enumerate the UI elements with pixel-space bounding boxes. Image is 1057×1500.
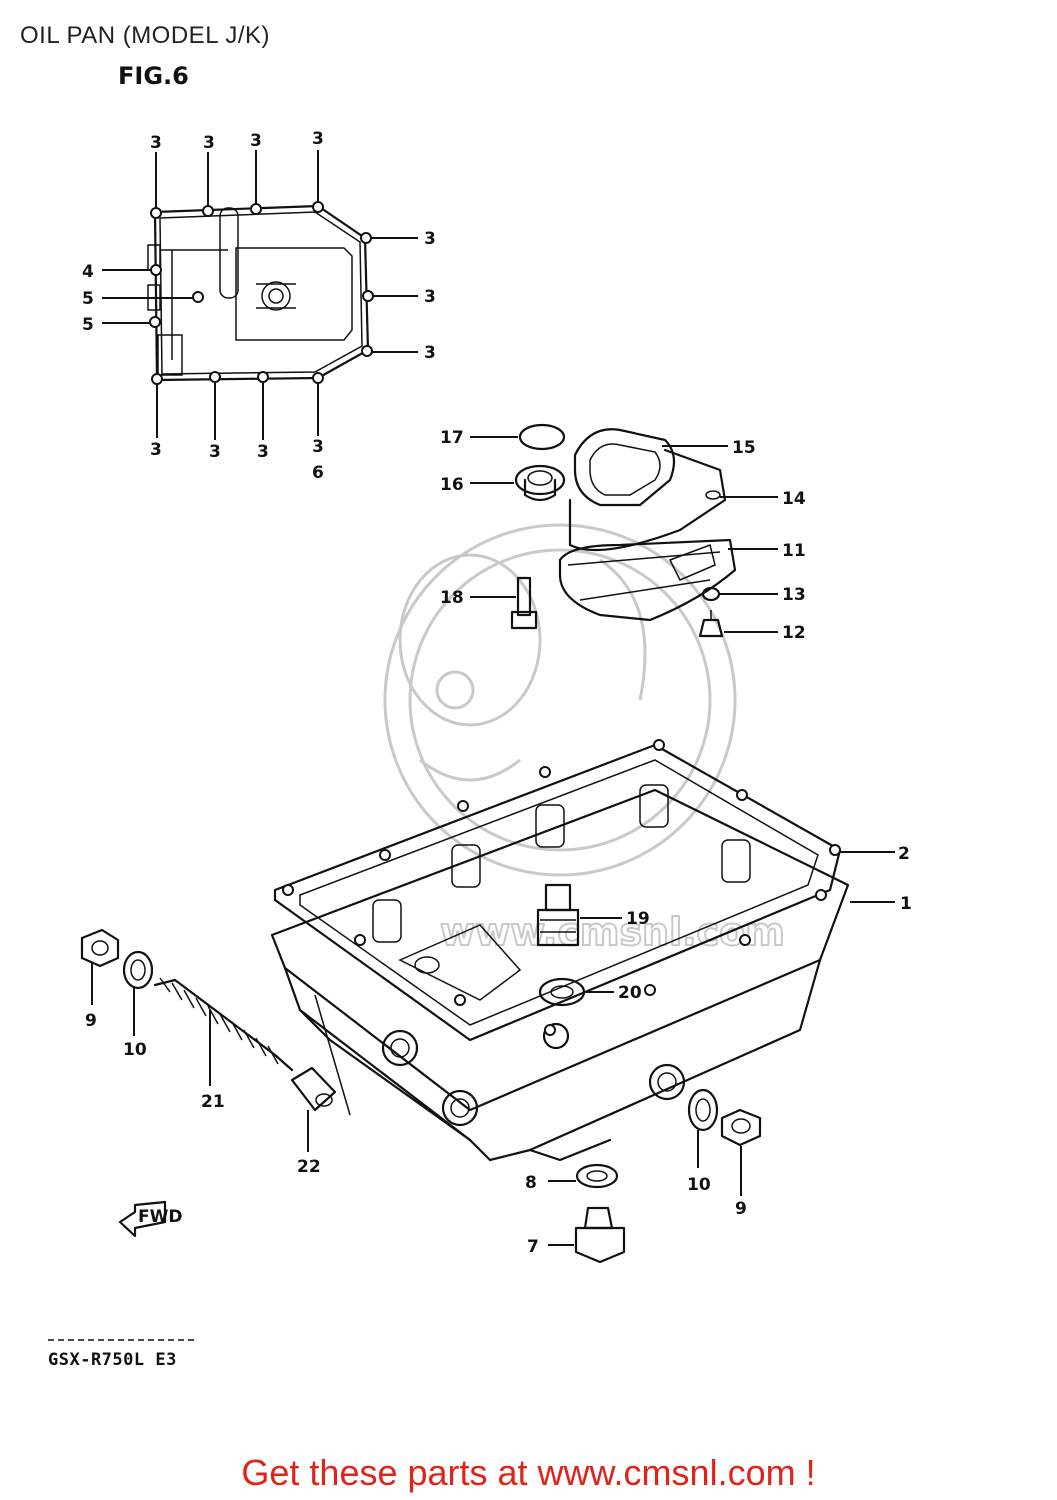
callout-20: 20 [618,983,642,1003]
callout-11: 11 [782,541,806,561]
callout-10: 10 [687,1175,711,1195]
callout-9: 9 [85,1011,97,1031]
callout-19: 19 [626,909,650,929]
watermark-logo: www.cmsnl.com [383,523,786,955]
figure-label: FIG.6 [118,62,189,90]
oil-pan-gasket-top-view [147,201,374,385]
oil-strainer-assembly [510,423,737,638]
callout-12: 12 [782,623,806,643]
callout-1: 1 [900,894,912,914]
callout-2: 2 [898,844,910,864]
drain-plugs-and-washers: FWD [80,928,762,1264]
callout-5: 5 [82,315,94,335]
callout-5: 5 [82,289,94,309]
callout-3: 3 [312,437,324,457]
callout-4: 4 [82,262,94,282]
callout-3: 3 [150,133,162,153]
callout-3: 3 [257,442,269,462]
callout-3: 3 [209,442,221,462]
callout-labels: 3 3 3 3 3 3 3 3 3 3 3 6 4 5 5 17 15 16 1… [82,129,912,1257]
get-parts-link[interactable]: Get these parts at www.cmsnl.com ! [241,1452,816,1493]
callout-3: 3 [424,287,436,307]
callout-3: 3 [250,131,262,151]
callout-8: 8 [525,1173,537,1193]
fwd-arrow-label: FWD [138,1207,182,1227]
callout-22: 22 [297,1157,321,1177]
callout-9: 9 [735,1199,747,1219]
callout-6: 6 [312,463,324,483]
callout-3: 3 [203,133,215,153]
callout-3: 3 [424,229,436,249]
callout-21: 21 [201,1092,225,1112]
callout-14: 14 [782,489,806,509]
oil-pan-body [270,739,850,1162]
callout-18: 18 [440,588,464,608]
callout-7: 7 [527,1237,539,1257]
model-label: GSX-R750L E3 [48,1350,177,1370]
callout-10: 10 [123,1040,147,1060]
callout-15: 15 [732,438,756,458]
callout-17: 17 [440,428,464,448]
callout-3: 3 [312,129,324,149]
page-title: OIL PAN (MODEL J/K) [20,22,270,49]
callout-3: 3 [150,440,162,460]
callout-16: 16 [440,475,464,495]
leader-lines-pan [91,851,895,1246]
callout-13: 13 [782,585,806,605]
callout-3: 3 [424,343,436,363]
leader-lines-strainer [470,436,778,633]
leader-lines-top [102,150,418,440]
